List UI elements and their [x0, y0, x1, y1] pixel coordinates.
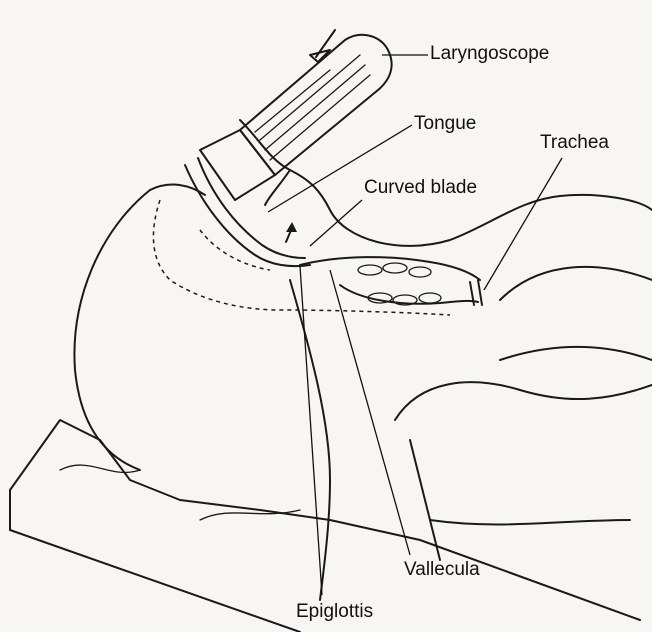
label-tongue: Tongue — [414, 114, 476, 133]
trachea-shape — [300, 257, 482, 305]
label-laryngoscope: Laryngoscope — [430, 44, 549, 63]
label-trachea: Trachea — [540, 133, 609, 152]
label-vallecula: Vallecula — [404, 560, 480, 579]
leader-lines — [268, 55, 562, 595]
neck-shoulder — [290, 267, 652, 600]
label-curved-blade: Curved blade — [364, 178, 477, 197]
label-epiglottis: Epiglottis — [296, 602, 373, 621]
head-outline — [74, 120, 652, 470]
lift-arrow — [286, 222, 297, 242]
